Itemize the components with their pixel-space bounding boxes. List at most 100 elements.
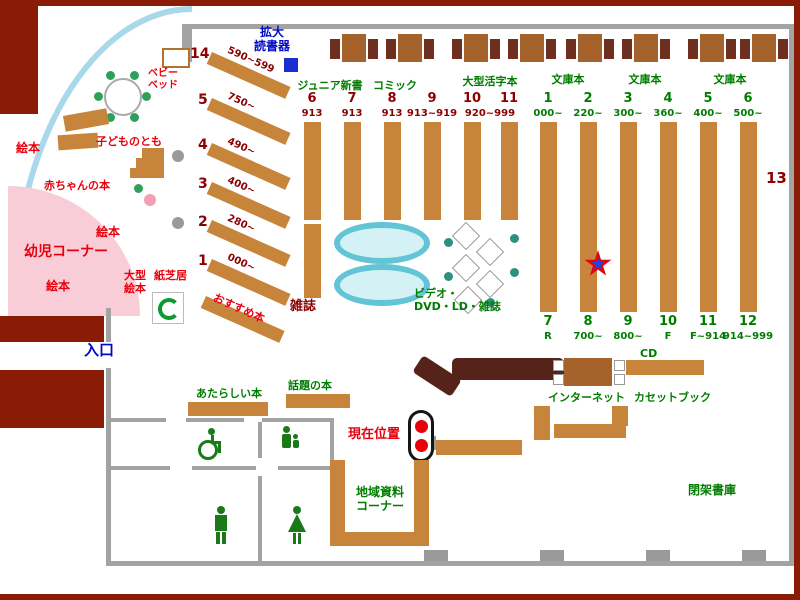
shelf bbox=[344, 122, 361, 220]
label-large-picture-books: 大型 絵本 bbox=[124, 269, 146, 295]
reading-table bbox=[508, 34, 556, 64]
shelf bbox=[554, 424, 626, 438]
shelf bbox=[188, 402, 268, 416]
shelf-number: 5 bbox=[198, 92, 208, 108]
table bbox=[520, 34, 544, 62]
wall-entrance-lower bbox=[0, 370, 104, 428]
label-current-location: 現在位置 bbox=[348, 427, 401, 442]
wall-segment bbox=[192, 466, 256, 470]
section-label-bunko: 文庫本 bbox=[628, 73, 662, 86]
shelf-number: 10 bbox=[658, 314, 678, 329]
shelf-range: 300~ bbox=[613, 108, 643, 119]
wall-bottom bbox=[106, 561, 790, 566]
table bbox=[342, 34, 366, 62]
booth-chair bbox=[510, 268, 519, 277]
shelf-range: 220~ bbox=[573, 108, 603, 119]
label-local-materials: 地域資料 コーナー bbox=[356, 485, 404, 514]
table bbox=[578, 34, 602, 62]
wall-top-strip bbox=[0, 0, 800, 6]
label-line: ビデオ・ bbox=[414, 287, 458, 300]
label-picture-books: 絵本 bbox=[46, 279, 71, 293]
wall-entrance-upper bbox=[0, 316, 104, 342]
shelf-number: 14 bbox=[190, 46, 210, 62]
shelf bbox=[501, 122, 518, 220]
reading-table bbox=[386, 34, 434, 64]
shelf-number: 10 bbox=[462, 91, 482, 106]
shelf-number: 3 bbox=[198, 176, 208, 192]
label-baby-bed: ベビー ベッド bbox=[148, 68, 178, 91]
section-label-comic: コミック bbox=[373, 79, 417, 92]
wall-segment bbox=[110, 466, 170, 470]
shelf-range: 400~ bbox=[693, 108, 723, 119]
shelf-number: 9 bbox=[427, 91, 437, 106]
female-icon bbox=[287, 506, 307, 546]
label-picture-books: 絵本 bbox=[16, 141, 41, 155]
wall-segment bbox=[258, 476, 262, 562]
chair bbox=[546, 39, 556, 59]
shelf-range: 914~999 bbox=[722, 331, 774, 342]
shelf-number: 4 bbox=[663, 91, 673, 106]
shelf bbox=[620, 122, 637, 312]
chair bbox=[622, 39, 632, 59]
internet-chair bbox=[553, 374, 564, 385]
chair bbox=[368, 39, 378, 59]
chair bbox=[726, 39, 736, 59]
chair bbox=[508, 39, 518, 59]
wheelchair-icon bbox=[196, 428, 222, 460]
magnifying-reader-icon bbox=[284, 58, 298, 72]
shelf-number: 8 bbox=[387, 91, 397, 106]
chair bbox=[566, 39, 576, 59]
cd-shelf bbox=[626, 360, 704, 375]
male-icon bbox=[212, 506, 230, 546]
shelf-range: 500~ bbox=[733, 108, 763, 119]
shelf bbox=[660, 122, 677, 312]
wall-segment bbox=[262, 418, 332, 422]
pillar bbox=[646, 550, 670, 561]
shelf-number: 1 bbox=[543, 91, 553, 106]
shelf-number: 3 bbox=[623, 91, 633, 106]
kamishibai-stand bbox=[152, 292, 184, 324]
label-video-dvd: ビデオ・ DVD・LD・雑誌 bbox=[414, 287, 501, 313]
shelf-number: 6 bbox=[307, 91, 317, 106]
shelf bbox=[464, 122, 481, 220]
shelf-range: 800~ bbox=[613, 331, 643, 342]
section-label-bunko: 文庫本 bbox=[713, 73, 747, 86]
internet-chair bbox=[614, 360, 625, 371]
label-line: ベッド bbox=[148, 79, 178, 91]
shelf-number: 6 bbox=[743, 91, 753, 106]
chair bbox=[490, 39, 500, 59]
chair bbox=[740, 39, 750, 59]
shelf-number: 7 bbox=[347, 91, 357, 106]
shelf-range: F~914 bbox=[689, 331, 727, 342]
kids-steps bbox=[142, 148, 164, 158]
table bbox=[464, 34, 488, 62]
c-shape-icon bbox=[158, 298, 180, 320]
shelf-number: 11 bbox=[499, 91, 519, 106]
magazine-display bbox=[334, 264, 430, 306]
label-line: 拡大 bbox=[259, 25, 284, 39]
label-entrance: 入口 bbox=[84, 341, 115, 359]
pillar bbox=[742, 550, 766, 561]
label-cd: CD bbox=[640, 347, 658, 360]
shelf bbox=[330, 532, 429, 546]
shelf-number: 2 bbox=[198, 214, 208, 230]
shelf bbox=[700, 122, 717, 312]
table bbox=[398, 34, 422, 62]
shelf bbox=[384, 122, 401, 220]
kids-steps bbox=[136, 158, 164, 168]
shelf-number-13: 13 bbox=[766, 169, 787, 187]
label-internet: インターネット bbox=[548, 391, 625, 404]
table bbox=[634, 34, 658, 62]
baby-room-icon bbox=[280, 426, 300, 452]
shelf-number: 9 bbox=[623, 314, 633, 329]
kids-chair bbox=[130, 113, 139, 122]
shelf-range: 913 bbox=[381, 108, 403, 119]
table bbox=[700, 34, 724, 62]
reading-table bbox=[740, 34, 788, 64]
wall-right-strip bbox=[794, 0, 800, 600]
label-cassette-books: カセットブック bbox=[634, 391, 711, 404]
shelf-number: 11 bbox=[698, 314, 718, 329]
shelf bbox=[414, 460, 429, 546]
shelf-number: 5 bbox=[703, 91, 713, 106]
